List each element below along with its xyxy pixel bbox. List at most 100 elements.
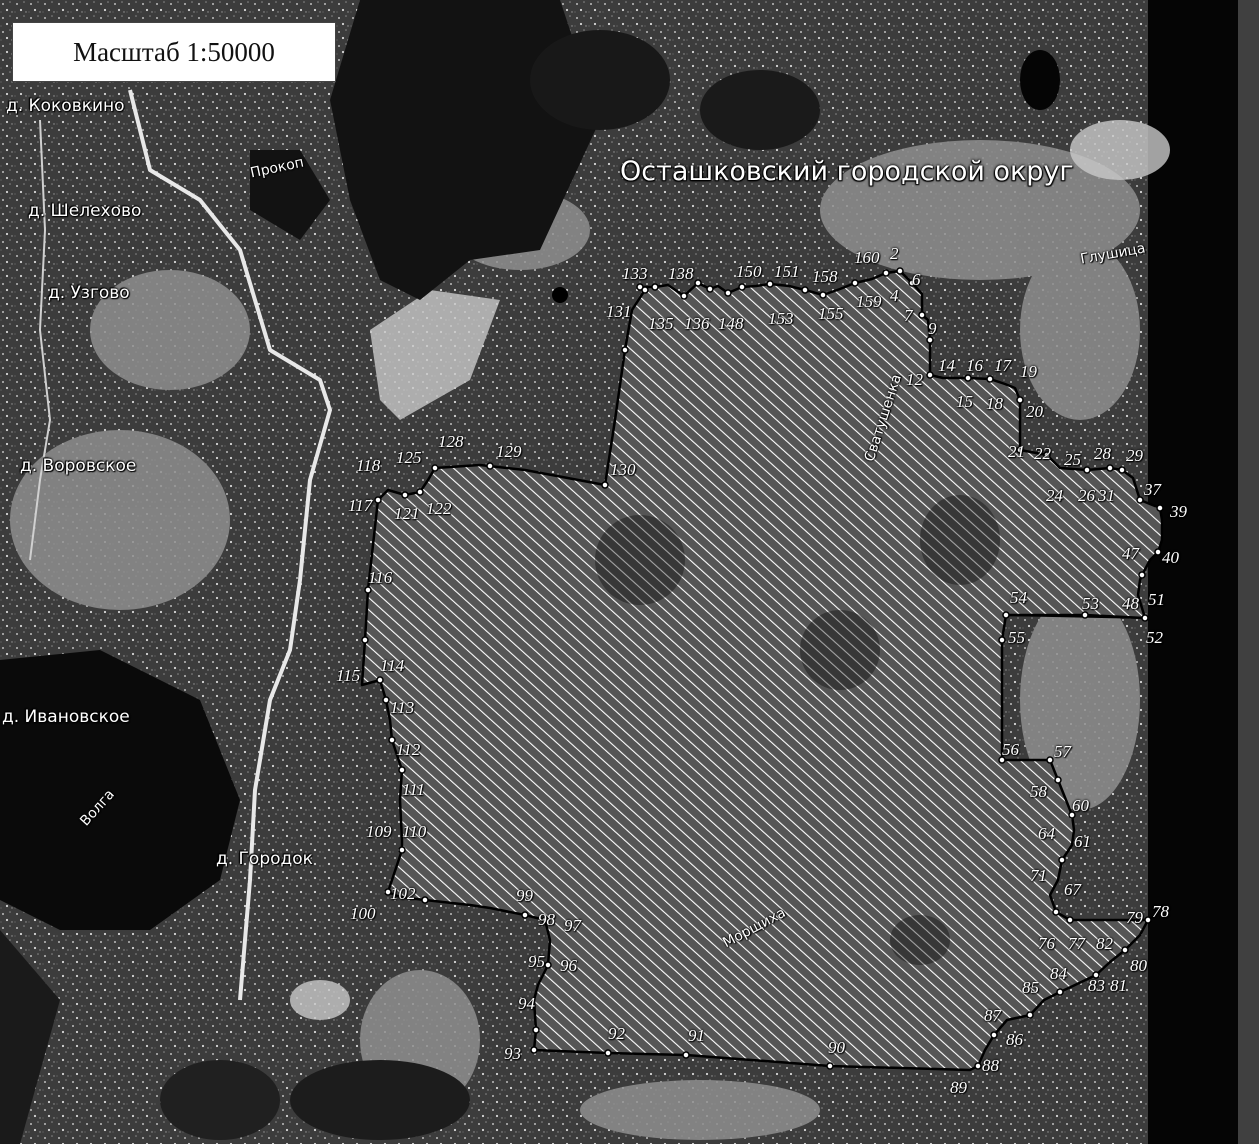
point-label: 130 bbox=[610, 460, 636, 479]
point-label: 91 bbox=[688, 1026, 705, 1045]
point-label: 93 bbox=[504, 1044, 521, 1063]
point-label: 4 bbox=[890, 286, 899, 305]
point-label: 110 bbox=[402, 822, 427, 841]
point-label: 19 bbox=[1020, 362, 1037, 381]
settlement-kokovkino-label: д. Коковкино bbox=[6, 96, 125, 116]
point-label: 89 bbox=[950, 1078, 967, 1097]
point-label: 121 bbox=[394, 504, 420, 523]
point-label: 12 bbox=[906, 370, 923, 389]
black-strip bbox=[1148, 0, 1259, 1144]
point-label: 26 bbox=[1078, 486, 1095, 505]
point-label: 92 bbox=[608, 1024, 625, 1043]
point-label: 150 bbox=[736, 262, 762, 281]
point-label: 54 bbox=[1010, 588, 1027, 607]
point-label: 79 bbox=[1126, 908, 1143, 927]
point-label: 39 bbox=[1170, 502, 1187, 521]
scale-label: Масштаб 1:50000 bbox=[12, 22, 336, 82]
point-label: 131 bbox=[606, 302, 632, 321]
point-label: 115 bbox=[336, 666, 361, 685]
point-label: 51 bbox=[1148, 590, 1165, 609]
point-label: 117 bbox=[348, 496, 373, 515]
point-label: 133 bbox=[622, 264, 648, 283]
point-label: 24 bbox=[1046, 486, 1063, 505]
point-label: 102 bbox=[390, 884, 416, 903]
point-label: 58 bbox=[1030, 782, 1047, 801]
point-label: 125 bbox=[396, 448, 422, 467]
point-label: 2 bbox=[890, 244, 899, 263]
point-label: 90 bbox=[828, 1038, 845, 1057]
point-label: 80 bbox=[1130, 956, 1147, 975]
point-label: 87 bbox=[984, 1006, 1001, 1025]
point-label: 18 bbox=[986, 394, 1003, 413]
point-label: 56 bbox=[1002, 740, 1019, 759]
point-label: 57 bbox=[1054, 742, 1071, 761]
point-label: 21 bbox=[1008, 442, 1025, 461]
point-label: 109 bbox=[366, 822, 392, 841]
point-label: 53 bbox=[1082, 594, 1099, 613]
point-label: 159 bbox=[856, 292, 882, 311]
point-label: 37 bbox=[1144, 480, 1161, 499]
region-label: Осташковский городской округ bbox=[620, 156, 1074, 187]
settlement-shelehovo-label: д. Шелехово bbox=[28, 201, 142, 221]
point-label: 16 bbox=[966, 356, 983, 375]
point-label: 153 bbox=[768, 309, 794, 328]
point-label: 83 bbox=[1088, 976, 1105, 995]
point-label: 100 bbox=[350, 904, 376, 923]
settlement-vorovskoe-label: д. Воровское bbox=[20, 456, 137, 476]
road-west bbox=[29, 119, 52, 561]
point-label: 6 bbox=[912, 270, 921, 289]
point-label: 151 bbox=[774, 262, 800, 281]
point-label: 77 bbox=[1068, 934, 1085, 953]
point-label: 86 bbox=[1006, 1030, 1023, 1049]
point-label: 113 bbox=[390, 698, 415, 717]
point-label: 136 bbox=[684, 314, 710, 333]
point-label: 94 bbox=[518, 994, 535, 1013]
point-label: 118 bbox=[356, 456, 381, 475]
point-label: 15 bbox=[956, 392, 973, 411]
dark-areas bbox=[0, 0, 1060, 1144]
right-white-margin bbox=[1238, 0, 1259, 1144]
point-label: 40 bbox=[1162, 548, 1179, 567]
point-label: 67 bbox=[1064, 880, 1081, 899]
very-light-fields bbox=[290, 120, 1170, 1020]
point-label: 52 bbox=[1146, 628, 1163, 647]
point-label: 25 bbox=[1064, 450, 1081, 469]
point-label: 55 bbox=[1008, 628, 1025, 647]
point-label: 98 bbox=[538, 910, 555, 929]
interior-dark-blotches bbox=[595, 495, 1000, 965]
point-label: 95 bbox=[528, 952, 545, 971]
settlement-uzgovo-label: д. Узгово bbox=[48, 283, 130, 303]
point-label: 122 bbox=[426, 499, 452, 518]
point-label: 78 bbox=[1152, 902, 1169, 921]
point-label: 9 bbox=[928, 319, 937, 338]
point-label: 114 bbox=[380, 656, 405, 675]
point-label: 76 bbox=[1038, 934, 1055, 953]
point-label: 148 bbox=[718, 314, 744, 333]
point-label: 81 bbox=[1110, 976, 1127, 995]
point-label: 128 bbox=[438, 432, 464, 451]
point-label: 97 bbox=[564, 916, 581, 935]
light-fields bbox=[10, 140, 1140, 1140]
point-label: 31 bbox=[1098, 486, 1115, 505]
point-label: 112 bbox=[396, 740, 421, 759]
point-label: 158 bbox=[812, 267, 838, 286]
point-label: 129 bbox=[496, 442, 522, 461]
point-label: 85 bbox=[1022, 978, 1039, 997]
point-label: 155 bbox=[818, 304, 844, 323]
settlement-gorodok-label: д. Городок bbox=[216, 849, 313, 869]
point-label: 88 bbox=[982, 1056, 999, 1075]
point-label: 47 bbox=[1122, 544, 1139, 563]
point-label: 28 bbox=[1094, 444, 1111, 463]
point-label: 14 bbox=[938, 356, 955, 375]
point-label: 71 bbox=[1030, 866, 1047, 885]
point-label: 22 bbox=[1034, 444, 1051, 463]
point-label: 60 bbox=[1072, 796, 1089, 815]
point-label: 96 bbox=[560, 956, 577, 975]
point-label: 84 bbox=[1050, 964, 1067, 983]
point-label: 7 bbox=[904, 306, 913, 325]
point-label: 111 bbox=[402, 780, 425, 799]
point-label: 82 bbox=[1096, 934, 1113, 953]
point-label: 20 bbox=[1026, 402, 1043, 421]
point-label: 29 bbox=[1126, 446, 1143, 465]
